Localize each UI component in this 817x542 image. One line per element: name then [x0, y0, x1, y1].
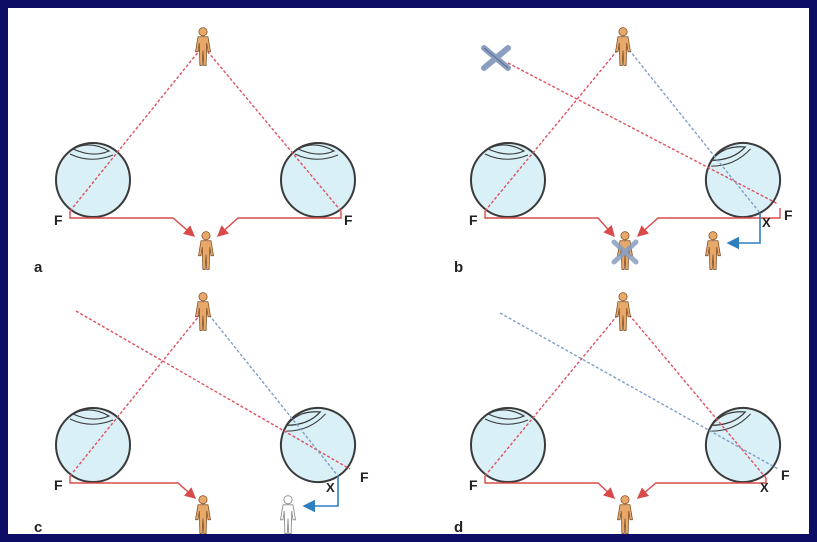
fovea-label-right: F [781, 467, 790, 483]
fovea-label-left: F [54, 212, 63, 228]
right-eye-deviated [692, 129, 794, 231]
projection-arrow-blue [726, 213, 761, 250]
panel-label-d: d [454, 519, 463, 534]
panel-label-c: c [34, 519, 42, 534]
projection-arrow-right [216, 211, 342, 237]
cross-mark-icon-overlay [611, 239, 639, 265]
person-icon-target [194, 27, 212, 67]
red-ray-left [484, 45, 622, 212]
left-eye [55, 407, 131, 483]
person-icon-perceived [197, 231, 215, 271]
projection-arrow-right [636, 478, 767, 499]
person-icon-perceived [616, 495, 634, 534]
panel-b: F X F b [454, 27, 794, 276]
blue-ray-peripheral [499, 312, 779, 470]
right-eye-deviated [267, 394, 369, 496]
projection-arrow-right [636, 208, 781, 237]
binocular-vision-figure: F F a [34, 27, 794, 534]
cross-mark-icon [481, 45, 511, 71]
panel-c: F X F c [34, 292, 369, 534]
fovea-label-right: F [344, 212, 353, 228]
projection-arrow-left [69, 476, 197, 499]
fovea-label-left: F [469, 212, 478, 228]
red-ray-left [69, 45, 204, 212]
red-ray-cross [507, 62, 779, 205]
x-label: X [326, 480, 335, 495]
fovea-label-right: F [360, 469, 369, 485]
x-label: X [762, 215, 771, 230]
projection-arrow-left [484, 211, 615, 238]
projection-arrow-blue [302, 476, 339, 513]
person-icon-ghost [279, 495, 297, 534]
right-eye-deviated [692, 394, 794, 496]
red-ray-left [484, 310, 622, 477]
x-label: X [760, 480, 769, 495]
panel-d: F X F d [454, 292, 794, 534]
fovea-label-left: F [54, 477, 63, 493]
panel-label-a: a [34, 259, 43, 276]
person-icon-perceived [194, 495, 212, 534]
right-eye [280, 142, 356, 218]
panel-a: F F a [34, 27, 356, 276]
left-eye [470, 407, 546, 483]
left-eye [55, 142, 131, 218]
panel-label-b: b [454, 259, 463, 276]
fovea-label-right: F [784, 207, 793, 223]
person-icon-target [194, 292, 212, 332]
blue-ray-target [625, 45, 761, 214]
left-eye [470, 142, 546, 218]
red-ray-left [69, 310, 204, 477]
red-ray-right [202, 45, 342, 212]
person-icon-double [704, 231, 722, 271]
projection-arrow-left [484, 476, 616, 499]
person-icon-target [614, 292, 632, 332]
fovea-label-left: F [469, 477, 478, 493]
red-ray-peripheral [75, 310, 351, 470]
person-icon-target [614, 27, 632, 67]
red-ray-target [625, 310, 767, 479]
blue-ray-target [205, 310, 339, 477]
projection-arrow-left [69, 211, 196, 237]
